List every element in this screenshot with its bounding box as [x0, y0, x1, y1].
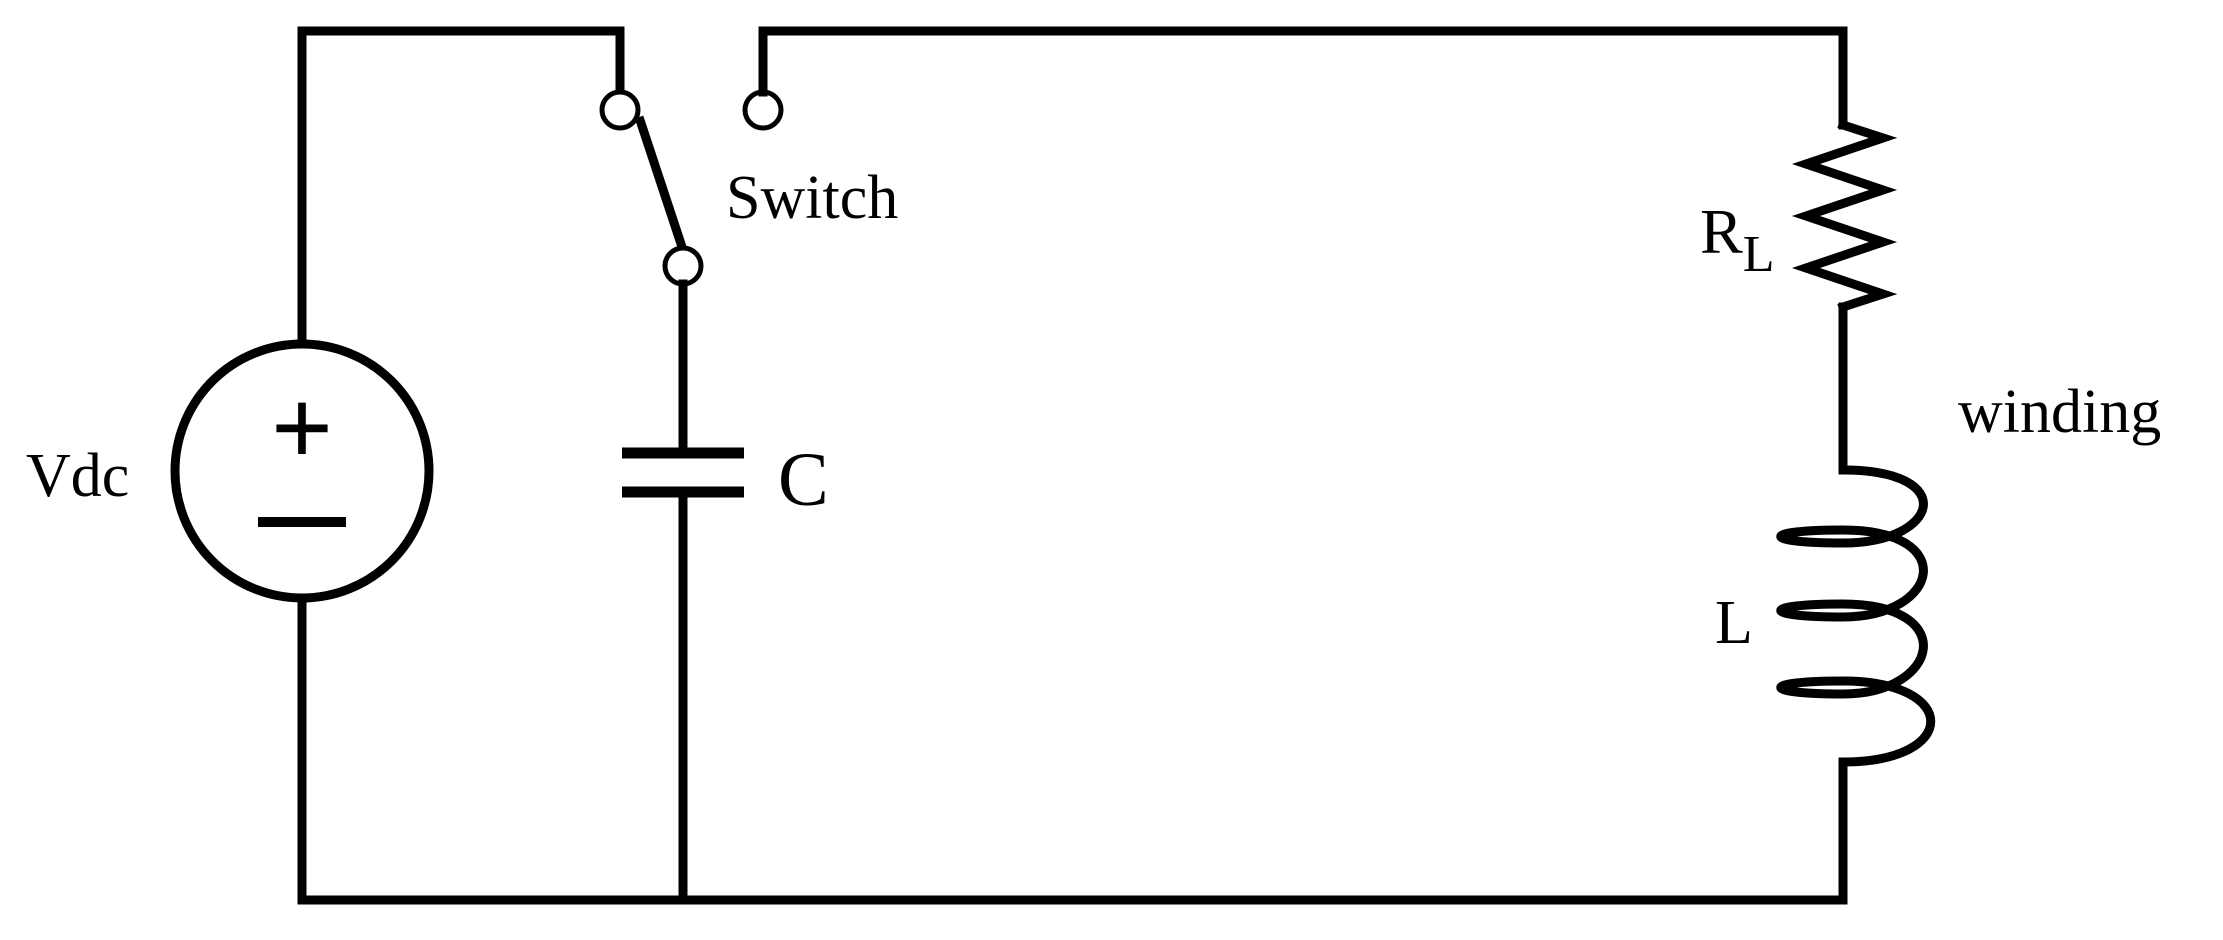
label-resistor-subscript: L: [1743, 226, 1775, 283]
wire-source-top: [297, 26, 625, 349]
label-vdc: Vdc: [26, 442, 129, 510]
inductor-coil: [1776, 465, 1936, 767]
switch-blade: [634, 115, 688, 252]
voltage-source-circle: [170, 339, 434, 603]
label-inductor: L: [1715, 589, 1753, 657]
label-resistor: RL: [1700, 196, 1774, 283]
resistor-zigzag: [1791, 119, 1898, 313]
wire-source-bottom: [297, 592, 1848, 905]
label-capacitor: C: [778, 438, 829, 522]
capacitor: [622, 447, 744, 498]
voltage-source: +: [170, 339, 434, 603]
label-winding: winding: [1958, 378, 2161, 446]
label-switch: Switch: [726, 164, 898, 232]
switch-terminal-right: [742, 89, 784, 131]
voltage-source-plus: +: [271, 367, 334, 489]
wire-top-right: [758, 26, 1848, 130]
label-resistor-main: R: [1700, 196, 1743, 267]
inductor: [1776, 465, 1936, 767]
switch-terminal-left: [599, 89, 641, 131]
switch-terminal-pivot: [662, 245, 704, 287]
